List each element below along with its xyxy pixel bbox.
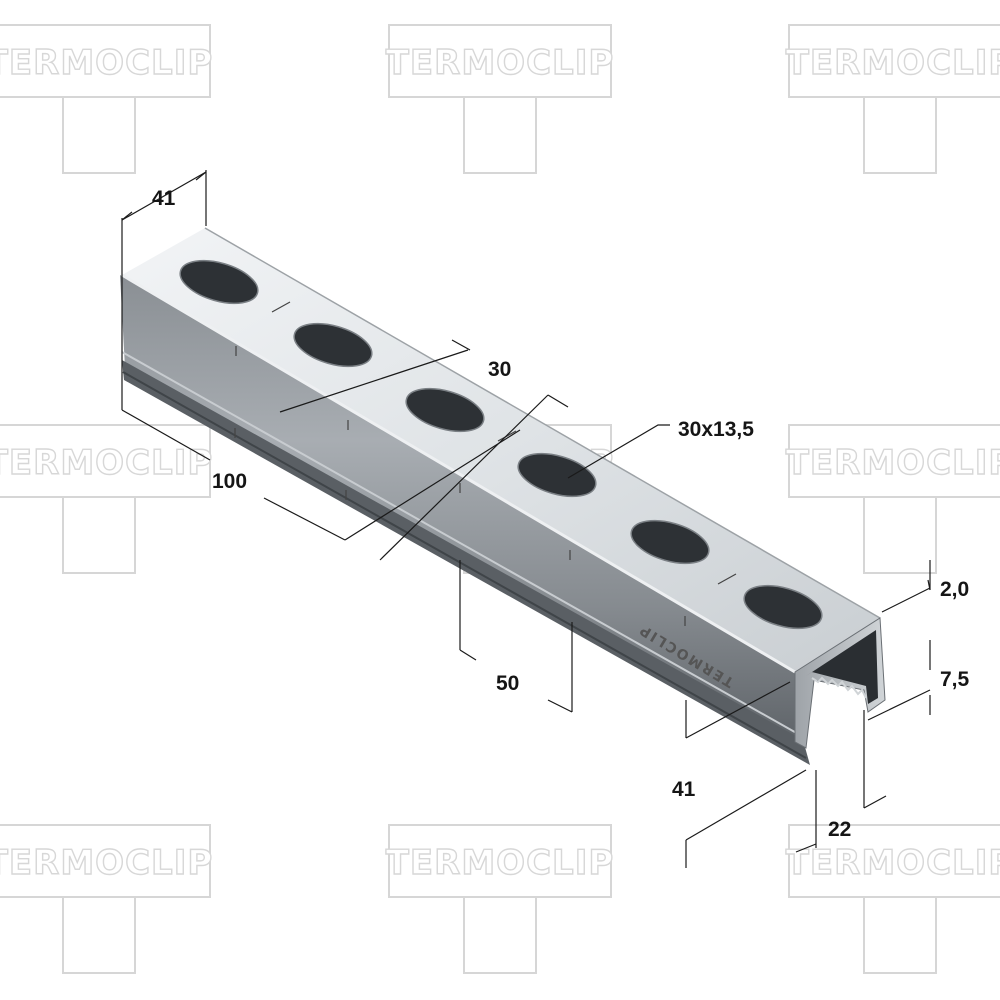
slot-hole (743, 584, 823, 630)
slot-hole (405, 387, 485, 433)
slot-hole (517, 452, 597, 498)
dim-thickness: 2,0 (940, 578, 969, 601)
dim-side-spacing: 50 (496, 672, 519, 695)
watermark-text: TERMOCLIP (786, 843, 1000, 883)
dim-height: 41 (672, 778, 696, 801)
dim-slot-size: 30x13,5 (678, 418, 754, 441)
slot-hole (293, 322, 373, 368)
watermark-text: TERMOCLIP (386, 843, 615, 883)
watermark-text: TERMOCLIP (786, 43, 1000, 83)
dim-lip-height: 7,5 (940, 668, 970, 691)
dimension-labels: 41 30 30x13,5 100 50 2,0 7,5 41 22 (152, 187, 970, 841)
slot-hole (179, 259, 259, 305)
serrated-lip (811, 676, 867, 699)
watermark-text: TERMOCLIP (0, 43, 213, 83)
watermark-text: TERMOCLIP (786, 443, 1000, 483)
dim-opening: 22 (828, 818, 851, 841)
watermark-text: TERMOCLIP (386, 43, 615, 83)
channel-side-face (120, 275, 806, 748)
slot-hole (630, 519, 710, 565)
dim-top-width: 41 (152, 187, 176, 210)
strut-channel: TERMOCLIP (120, 227, 886, 765)
dim-hole-pitch: 100 (212, 470, 247, 493)
dim-hole-spacing: 30 (488, 358, 511, 381)
watermark-text: TERMOCLIP (0, 443, 213, 483)
slot-holes (179, 259, 823, 630)
watermark-text: TERMOCLIP (0, 843, 213, 883)
dimension-lines (121, 170, 931, 868)
